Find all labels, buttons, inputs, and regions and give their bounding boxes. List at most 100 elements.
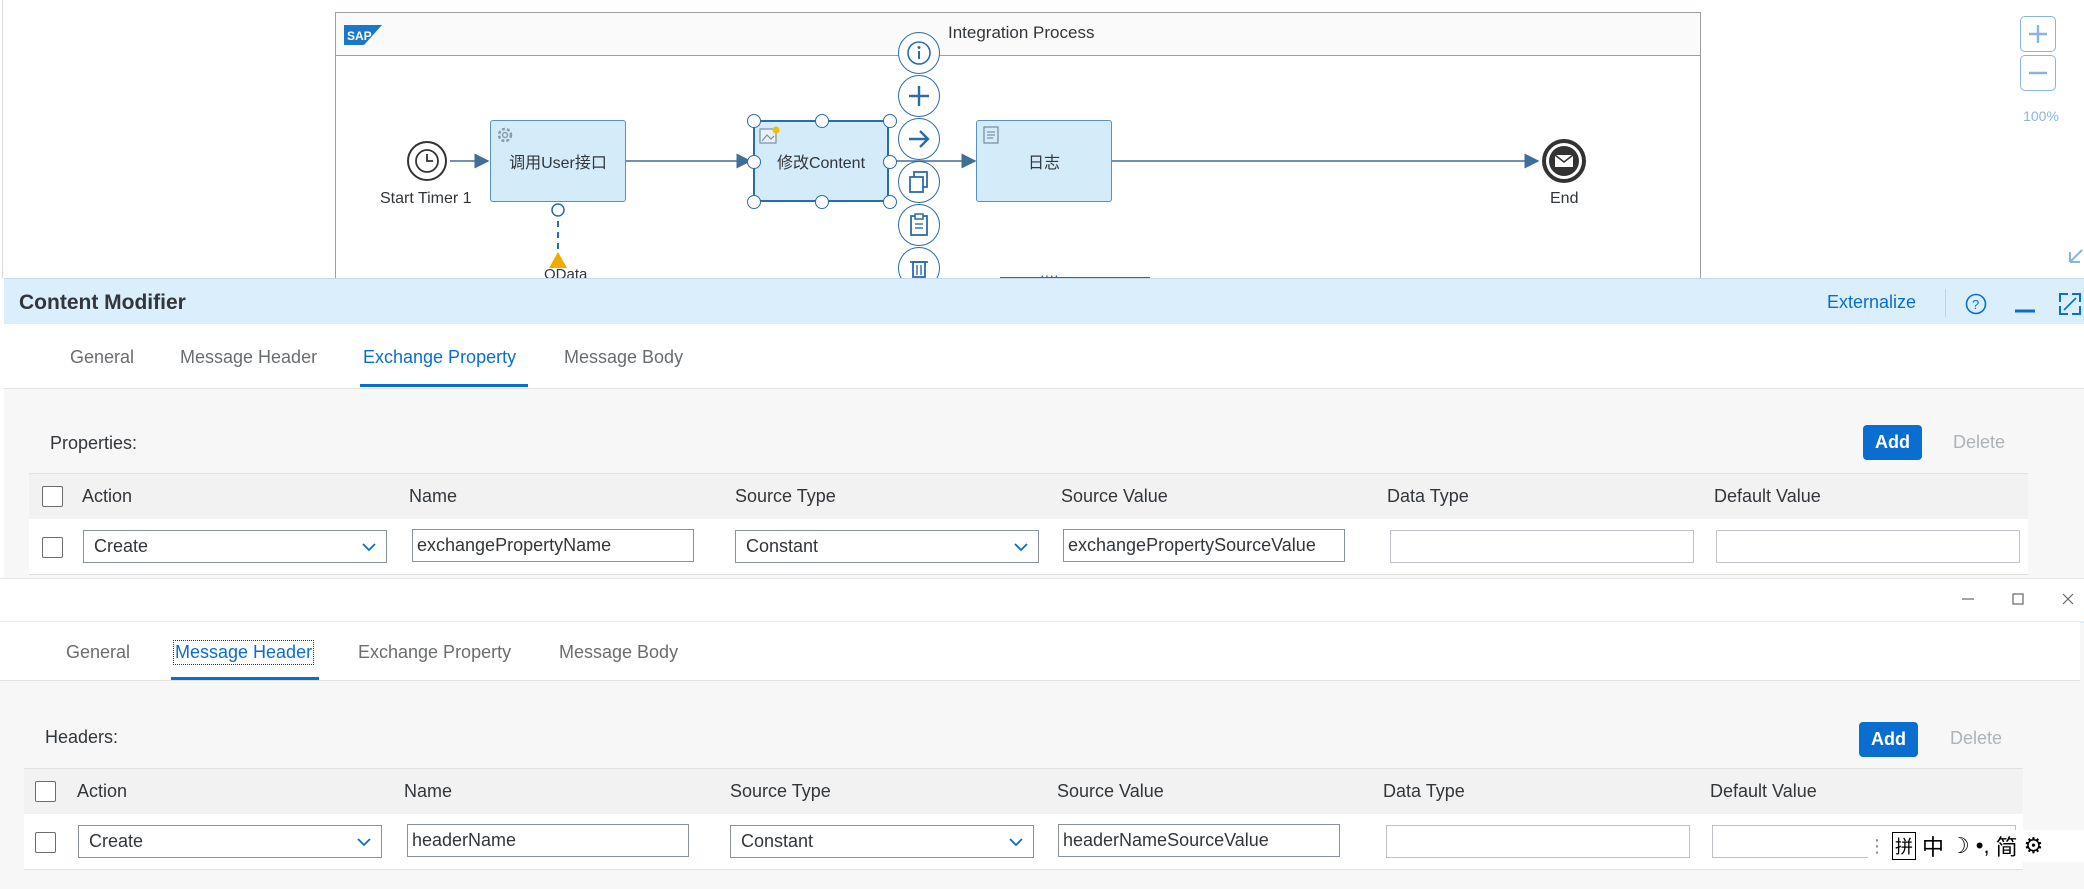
data-type-input[interactable] xyxy=(1386,825,1690,858)
arrow-right-icon[interactable] xyxy=(898,118,940,160)
source-type-select[interactable]: Constant xyxy=(730,825,1034,858)
default-value-input[interactable] xyxy=(1716,530,2020,563)
minimize-icon[interactable] xyxy=(2013,293,2037,315)
plus-icon[interactable] xyxy=(898,75,940,117)
table-row: Create exchangePropertyName Constant exc… xyxy=(29,519,2028,575)
minimize-window-icon[interactable] xyxy=(1958,589,1978,609)
add-button[interactable]: Add xyxy=(1863,425,1922,460)
resize-handle[interactable] xyxy=(815,114,829,128)
start-event-label: Start Timer 1 xyxy=(380,190,472,207)
ime-pinyin-button[interactable]: 拼 xyxy=(1892,832,1916,860)
svg-text:····: ···· xyxy=(1040,267,1059,278)
second-window: General Message Header Exchange Property… xyxy=(0,578,2084,889)
table-header: Action Name Source Type Source Value Dat… xyxy=(24,768,2023,815)
svg-text:?: ? xyxy=(1972,297,1979,312)
task-label: 日志 xyxy=(1027,155,1060,172)
tab-general[interactable]: General xyxy=(66,642,131,662)
resize-handle[interactable] xyxy=(883,155,897,169)
maximize-window-icon[interactable] xyxy=(2008,589,2028,609)
panel-title: Content Modifier xyxy=(19,291,186,314)
trash-icon[interactable] xyxy=(898,247,940,278)
separator xyxy=(1945,289,1946,317)
column-header: Name xyxy=(404,781,453,801)
canvas-edge xyxy=(2,0,3,278)
resize-handle[interactable] xyxy=(815,195,829,209)
source-value-input[interactable]: headerNameSourceValue xyxy=(1058,824,1340,857)
svg-text:SAP: SAP xyxy=(347,29,372,43)
tab-general[interactable]: General xyxy=(70,347,135,367)
action-select[interactable]: Create xyxy=(78,825,382,858)
resize-handle[interactable] xyxy=(883,195,897,209)
info-icon[interactable] xyxy=(898,32,940,74)
source-type-value: Constant xyxy=(746,536,819,556)
source-value-input[interactable]: exchangePropertySourceValue xyxy=(1063,529,1345,562)
action-select[interactable]: Create xyxy=(83,530,387,563)
delete-button[interactable]: Delete xyxy=(1953,432,2006,452)
clock-icon xyxy=(407,141,447,181)
expand-arrow-icon[interactable] xyxy=(2068,246,2084,266)
copy-icon[interactable] xyxy=(898,161,940,203)
diagram-canvas[interactable]: SAP Integration Process ···· Start Timer… xyxy=(0,0,2084,278)
row-checkbox[interactable] xyxy=(35,832,56,853)
select-all-checkbox[interactable] xyxy=(42,486,63,507)
resize-handle[interactable] xyxy=(747,195,761,209)
resize-handle[interactable] xyxy=(747,155,761,169)
delete-button[interactable]: Delete xyxy=(1950,728,2003,748)
resize-handle[interactable] xyxy=(747,114,761,128)
process-header: SAP Integration Process xyxy=(336,13,1700,56)
fullscreen-icon[interactable] xyxy=(2058,292,2082,316)
zoom-level: 100% xyxy=(2023,108,2059,124)
add-button[interactable]: Add xyxy=(1859,722,1918,757)
source-type-select[interactable]: Constant xyxy=(735,530,1039,563)
select-all-checkbox[interactable] xyxy=(35,781,56,802)
column-header: Source Type xyxy=(730,781,831,801)
clipboard-icon[interactable] xyxy=(898,204,940,246)
zoom-out-button[interactable] xyxy=(2020,55,2056,91)
gear-icon xyxy=(497,127,513,143)
start-timer-event[interactable] xyxy=(406,140,448,182)
end-event[interactable] xyxy=(1541,138,1587,184)
envelope-icon xyxy=(1542,139,1586,183)
column-header: Source Value xyxy=(1057,781,1164,801)
task-call-user-api[interactable]: 调用User接口 xyxy=(490,120,626,202)
name-input[interactable]: exchangePropertyName xyxy=(412,529,694,562)
task-log[interactable]: 日志 xyxy=(976,120,1112,202)
task-label: 修改Content xyxy=(776,155,866,172)
externalize-button[interactable]: Externalize xyxy=(1827,292,1917,312)
script-icon xyxy=(983,126,999,144)
headers-label: Headers: xyxy=(45,727,119,747)
tab-message-body[interactable]: Message Body xyxy=(564,347,684,367)
ime-moon-icon[interactable]: ☽ xyxy=(1950,833,1970,858)
chevron-down-icon xyxy=(1014,543,1028,552)
close-window-icon[interactable] xyxy=(2058,589,2078,609)
data-type-input[interactable] xyxy=(1390,530,1694,563)
active-tab-indicator xyxy=(171,677,319,680)
tab-exchange-property[interactable]: Exchange Property xyxy=(363,347,517,367)
ime-grip: ⋮ xyxy=(1868,835,1886,856)
active-tab-indicator xyxy=(360,384,528,387)
tab-message-header[interactable]: Message Header xyxy=(180,347,318,367)
column-header: Source Type xyxy=(735,486,836,506)
ime-punctuation-icon[interactable]: •, xyxy=(1975,833,1990,858)
window-titlebar xyxy=(0,578,2084,623)
ime-toolbar: ⋮ 拼 中 ☽ •, 简 ⚙ xyxy=(1868,830,2084,862)
chevron-down-icon xyxy=(357,838,371,847)
name-input[interactable]: headerName xyxy=(407,824,689,857)
process-title: Integration Process xyxy=(948,23,1095,42)
ime-settings-icon[interactable]: ⚙ xyxy=(2023,833,2044,858)
odata-label: OData xyxy=(544,266,588,278)
panel-titlebar: Content Modifier Externalize ? xyxy=(4,278,2084,325)
ime-simplified-button[interactable]: 简 xyxy=(1995,835,2018,860)
resize-handle[interactable] xyxy=(883,114,897,128)
tab-exchange-property[interactable]: Exchange Property xyxy=(358,642,512,662)
tab-message-body[interactable]: Message Body xyxy=(559,642,679,662)
zoom-in-button[interactable] xyxy=(2020,16,2056,52)
tab-message-header[interactable]: Message Header xyxy=(172,640,315,665)
ime-chinese-mode-button[interactable]: 中 xyxy=(1922,835,1945,860)
sap-logo-icon: SAP xyxy=(344,25,382,45)
column-header: Source Value xyxy=(1061,486,1168,506)
help-icon[interactable]: ? xyxy=(1965,293,1987,315)
chevron-down-icon xyxy=(362,543,376,552)
task-modify-content[interactable]: 修改Content xyxy=(753,120,889,202)
row-checkbox[interactable] xyxy=(42,537,63,558)
